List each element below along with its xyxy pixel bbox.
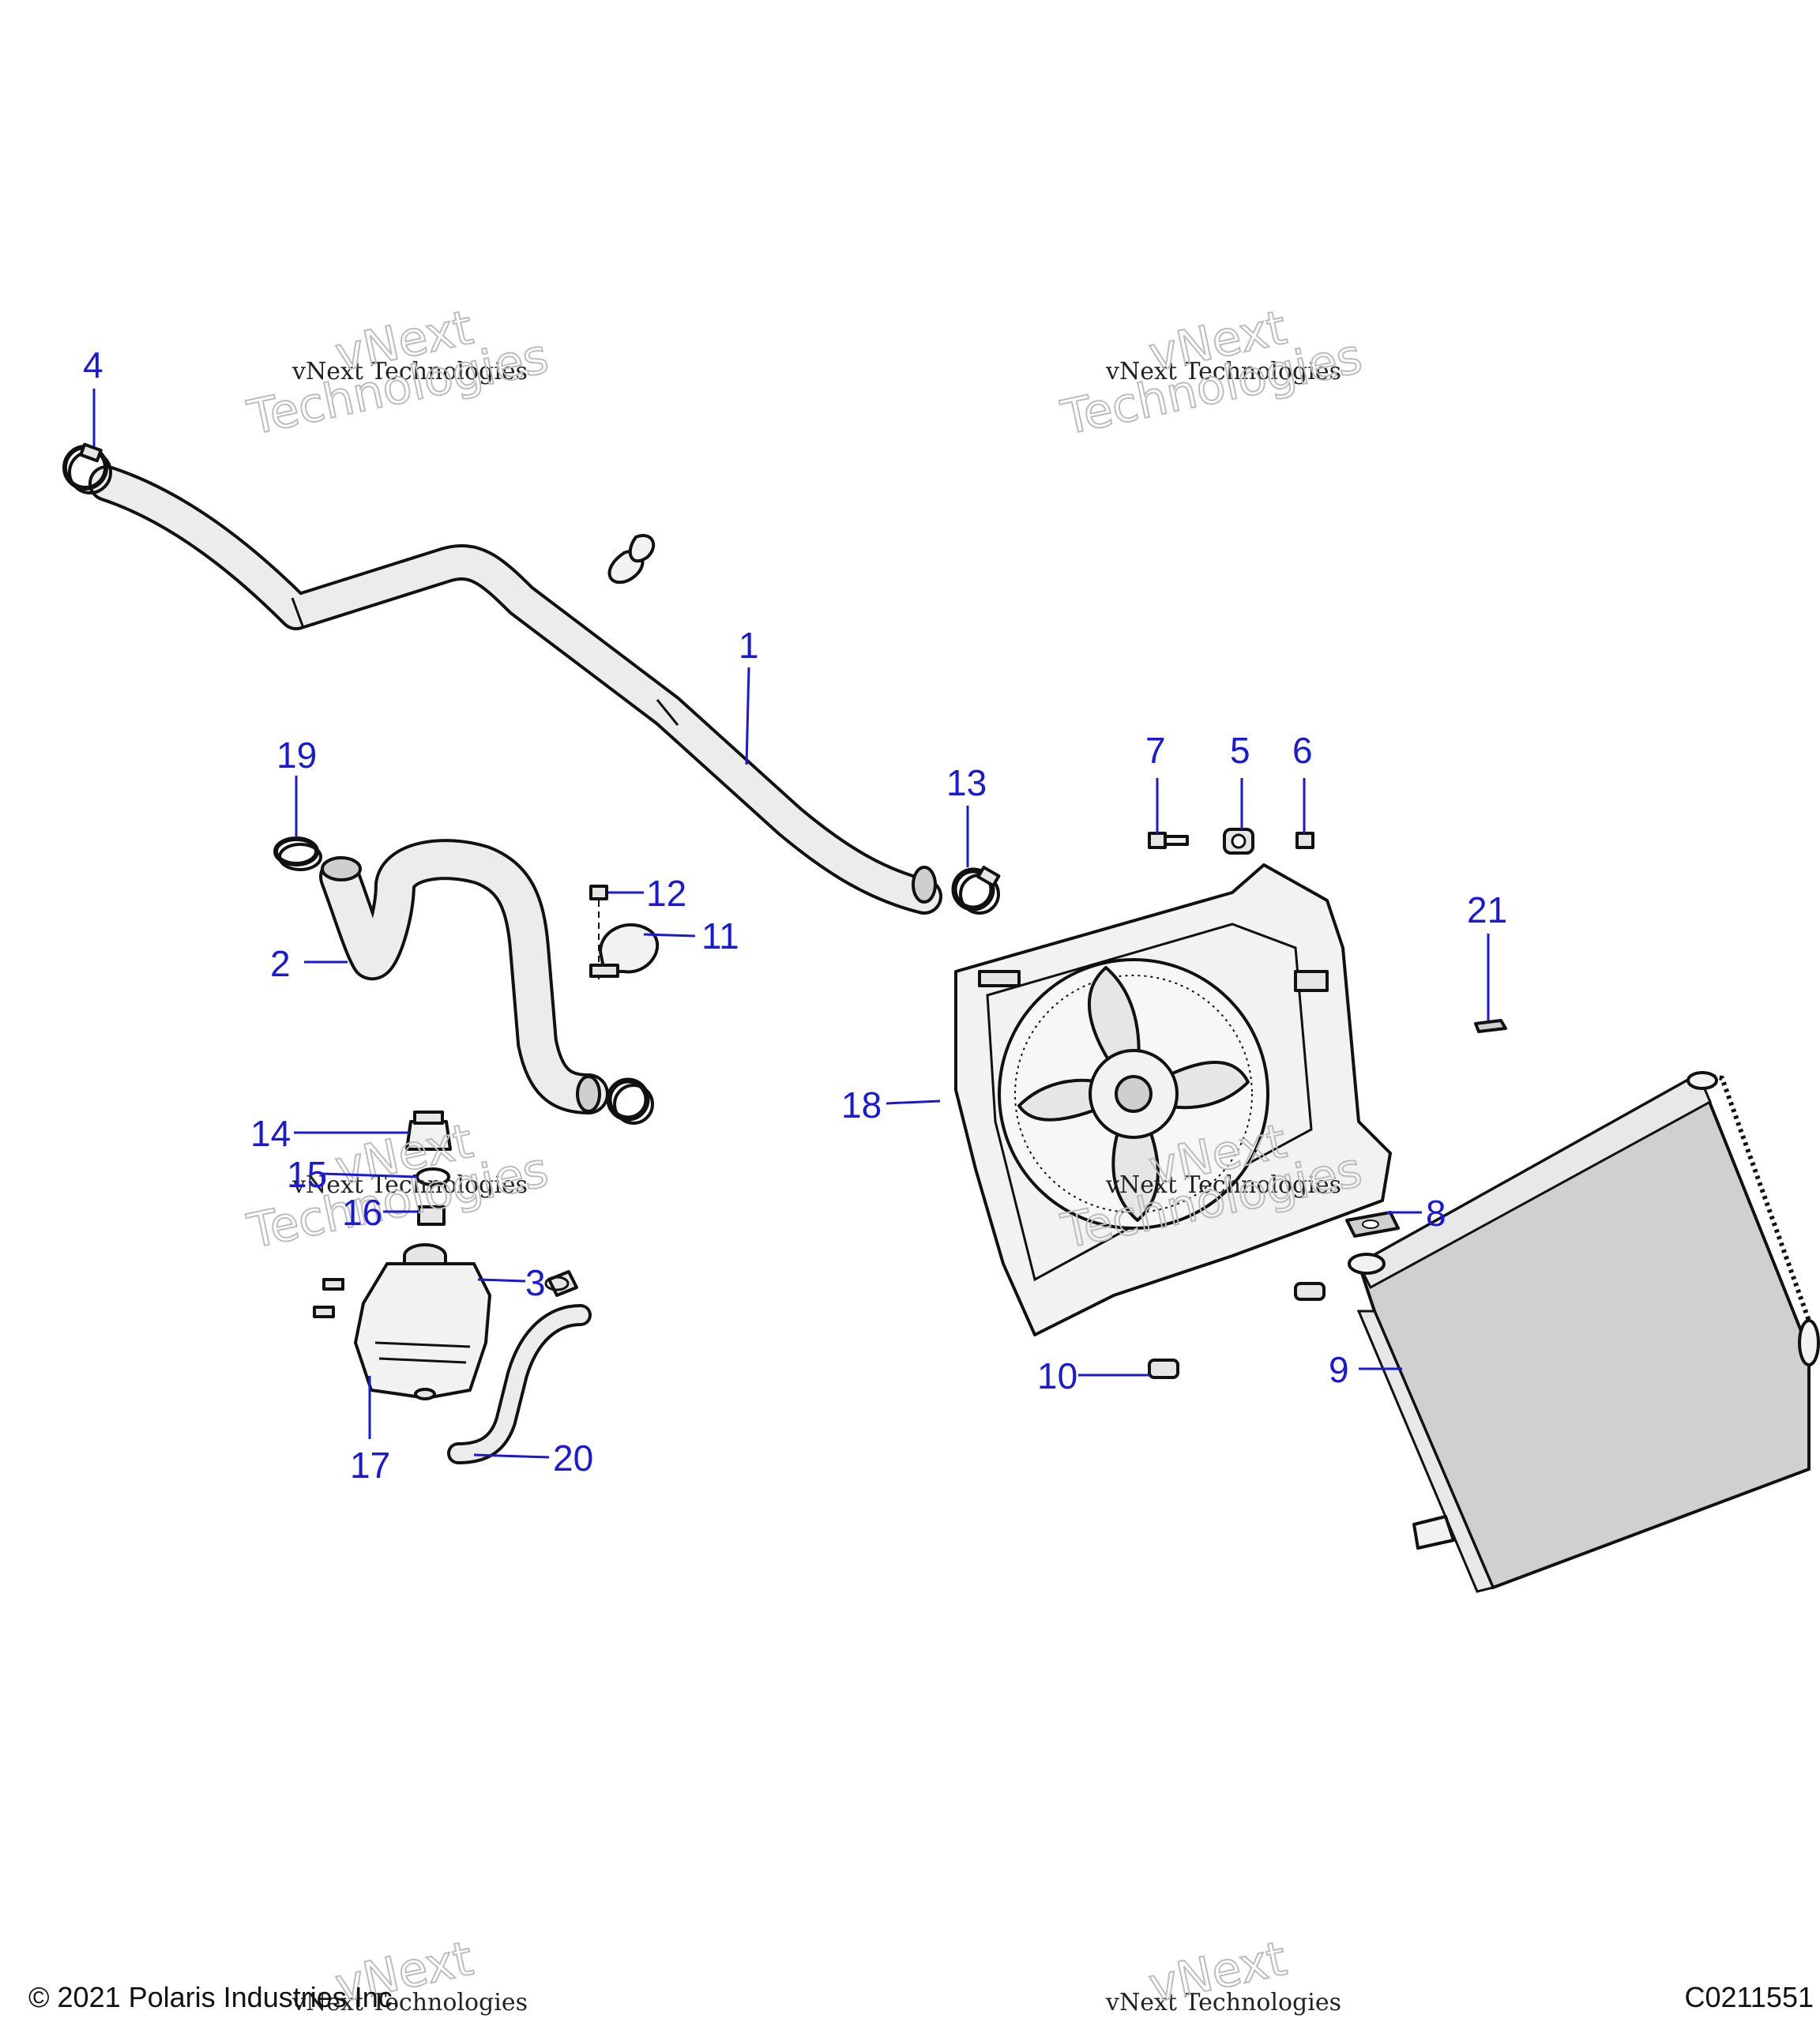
svg-text:vNext Technologies: vNext Technologies: [1105, 1171, 1341, 1199]
coolant-hose-upper: [88, 465, 942, 915]
grommet-5: [1223, 828, 1254, 855]
callout-10: 10: [1037, 1355, 1077, 1396]
radiator-9: [1348, 1071, 1820, 1593]
grommet-10: [1148, 1359, 1179, 1379]
callout-7: 7: [1145, 730, 1166, 771]
callout-2: 2: [270, 943, 291, 984]
leader-20: [473, 1453, 550, 1459]
overflow-tube-20: [447, 1304, 592, 1464]
nut-6: [1295, 832, 1314, 849]
callout-19: 19: [276, 735, 317, 776]
leader-lines: [92, 389, 1490, 1459]
bolt-7: [1148, 832, 1189, 849]
callout-numbers: 1 2 3 4 5 6 7 8 9 10 11 12 13 14 15 16 1…: [83, 344, 1507, 1486]
hose-clamp-13: [951, 866, 1001, 915]
grommet-loose: [1294, 1282, 1326, 1301]
callout-6: 6: [1292, 730, 1313, 771]
coolant-hose-lower: [319, 839, 609, 1114]
diagram-code: C0211551: [1684, 1981, 1814, 2013]
callout-16: 16: [342, 1192, 382, 1233]
hose-clip: [607, 534, 656, 584]
callout-21: 21: [1467, 889, 1507, 930]
callout-3: 3: [525, 1262, 546, 1303]
leader-3: [477, 1278, 526, 1283]
svg-text:vNext Technologies: vNext Technologies: [1105, 1989, 1341, 2016]
svg-text:vNext Technologies: vNext Technologies: [1105, 358, 1341, 385]
callout-9: 9: [1329, 1349, 1349, 1390]
callout-5: 5: [1230, 730, 1250, 771]
callout-11: 11: [701, 915, 739, 957]
hose-clamp-19: [273, 836, 322, 871]
callout-12: 12: [646, 873, 686, 914]
isolator-mount-8: [1345, 1211, 1400, 1238]
svg-text:vNext Technologies: vNext Technologies: [291, 1989, 528, 2016]
callout-17: 17: [350, 1445, 390, 1486]
pressure-cap-14: [405, 1111, 452, 1151]
callout-15: 15: [287, 1154, 327, 1195]
hose-clamp-4: [62, 442, 112, 494]
callout-8: 8: [1426, 1193, 1446, 1234]
p-clamp-11: [589, 923, 660, 978]
watermark-top-right: vNext Technologies vNext Technologies: [1056, 299, 1368, 447]
neck-fitting-16: [417, 1205, 446, 1226]
callout-18: 18: [841, 1084, 882, 1126]
callout-4: 4: [83, 344, 103, 385]
leader-18: [886, 1099, 941, 1105]
callout-20: 20: [553, 1438, 593, 1479]
callout-14: 14: [250, 1113, 291, 1154]
watermark-bottom-right: vNext Technologies vNext: [1105, 1930, 1341, 2016]
screw-12: [589, 885, 608, 979]
callout-13: 13: [946, 762, 987, 803]
leader-15: [322, 1172, 418, 1178]
copyright-notice: © 2021 Polaris Industries Inc.: [28, 1981, 400, 2013]
leader-11: [643, 933, 696, 938]
svg-text:vNext Technologies: vNext Technologies: [291, 358, 528, 385]
hose-clamp-lower-end: [606, 1077, 654, 1125]
leader-1: [745, 667, 750, 765]
callout-1: 1: [739, 625, 759, 666]
decal-21: [1474, 1019, 1507, 1033]
fan-shroud-18: [954, 863, 1392, 1336]
recovery-bottle-17: [313, 1262, 491, 1400]
watermark-top-left: vNext Technologies vNext Technologies: [243, 299, 555, 447]
